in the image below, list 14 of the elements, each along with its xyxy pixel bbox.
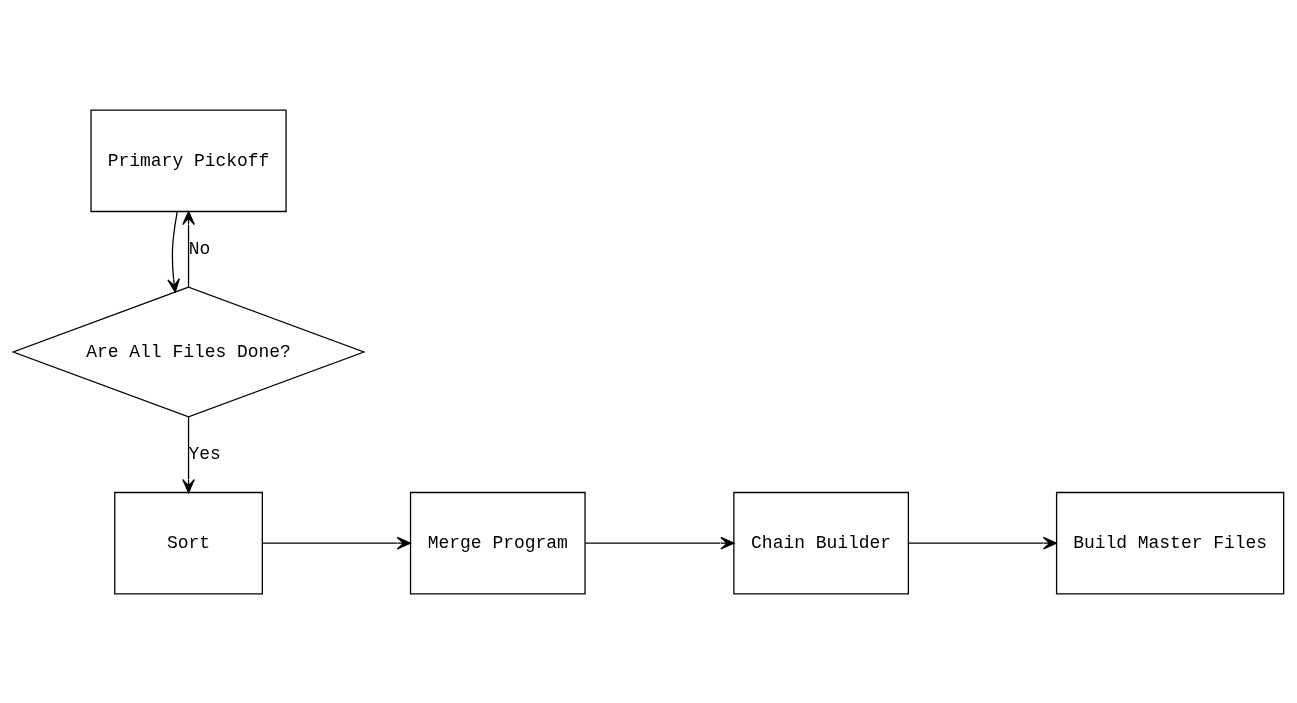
node-diamond: Are All Files Done? [11,286,366,417]
node-box: Sort [114,491,263,594]
node-box: Chain Builder [733,491,909,594]
node-box: Merge Program [409,491,586,594]
node-box: Primary Pickoff [90,109,287,212]
arrow [584,536,735,550]
edge-label: Yes [188,443,221,464]
edge-label: No [188,238,211,259]
arrow [167,210,180,293]
arrow [908,536,1057,550]
arrow [182,210,195,288]
node-box: Build Master Files [1055,491,1285,594]
arrow [182,416,195,493]
arrow [262,536,411,550]
